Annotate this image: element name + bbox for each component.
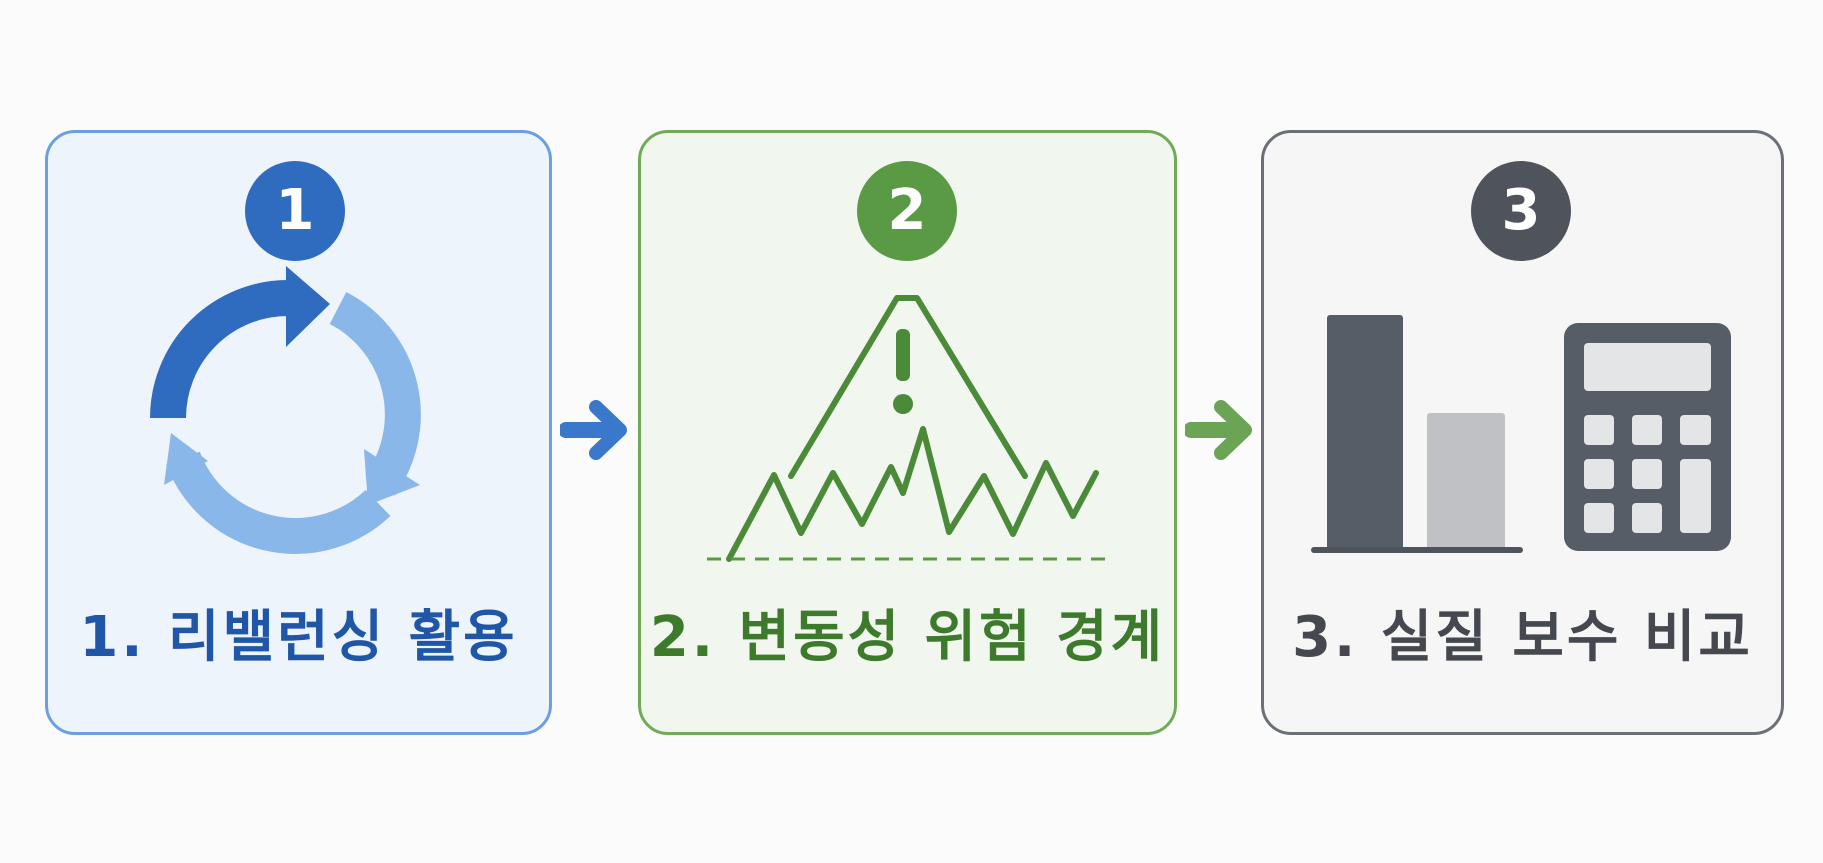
volatility-warning-icon: [707, 295, 1109, 562]
step-card-3: 3 3. 실질 보수 비교: [1261, 130, 1784, 735]
arrow-right-icon: [1185, 400, 1252, 460]
step-card-1: 1 1. 리밸런싱 활용: [45, 130, 552, 735]
step-number-badge-2: 2: [857, 161, 957, 261]
step-number-badge-1: 1: [245, 161, 345, 261]
step-title-3: 3. 실질 보수 비교: [1292, 605, 1753, 670]
step-number-badge-3: 3: [1471, 161, 1571, 261]
step-title-1: 1. 리밸런싱 활용: [79, 605, 518, 670]
arrow-right-icon: [560, 400, 627, 460]
bar-chart-calculator-icon: [1311, 315, 1731, 553]
step-card-2: 2 2. 변동성 위험 경계: [638, 130, 1177, 735]
step-title-2: 2. 변동성 위험 경계: [649, 605, 1166, 670]
cycle-arrows-icon: [150, 266, 421, 554]
